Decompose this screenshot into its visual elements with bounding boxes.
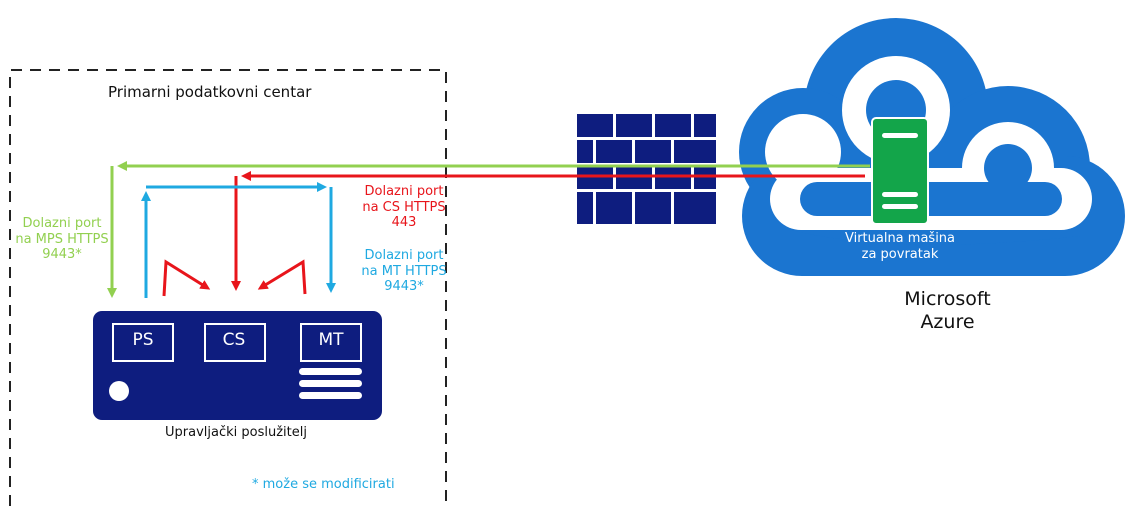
cs-component-label: CS [222,330,246,350]
vm-label-line-2: za povratak [861,246,939,262]
azure-label-line-2: Azure [920,310,975,333]
mt-port-line-3: 9443* [384,279,424,295]
mt-port-line-2: na MT HTTPS [361,263,447,279]
mt-component-label: MT [318,330,344,350]
cs-port-line-3: 443 [391,215,417,231]
recovery-vm-icon [871,117,929,225]
datacenter-title: Primarni podatkovni centar [108,83,312,101]
mt-port-label: Dolazni port na MT HTTPS 9443* [352,248,456,295]
mps-port-line-3: 9443* [42,247,82,263]
mps-port-label: Dolazni port na MPS HTTPS 9443* [10,216,114,263]
mt-to-cs-arrow [257,259,307,295]
cs-port-line-1: Dolazni port [364,184,444,199]
cs-port-label: Dolazni port na CS HTTPS 443 [352,184,456,231]
recovery-vm-label: Virtualna mašina za povratak [835,231,965,262]
azure-cloud-icon [739,18,1125,276]
ps-to-cs-arrow [162,259,211,297]
ps-component-label: PS [132,330,154,350]
cs-port-line-2: na CS HTTPS [362,199,446,215]
vm-label-line-1: Virtualna mašina [844,231,956,246]
footnote: * može se modificirati [252,477,395,492]
firewall-icon [577,114,716,224]
azure-label: Microsoft Azure [880,288,1015,334]
mt-port-line-1: Dolazni port [364,248,444,263]
datacenter-boundary [9,69,447,506]
management-server-label: Upravljački poslužitelj [165,425,307,440]
azure-label-line-1: Microsoft [904,288,991,310]
mps-port-line-1: Dolazni port [22,216,102,231]
mps-port-line-2: na MPS HTTPS [15,231,109,247]
management-server-icon [93,311,382,420]
